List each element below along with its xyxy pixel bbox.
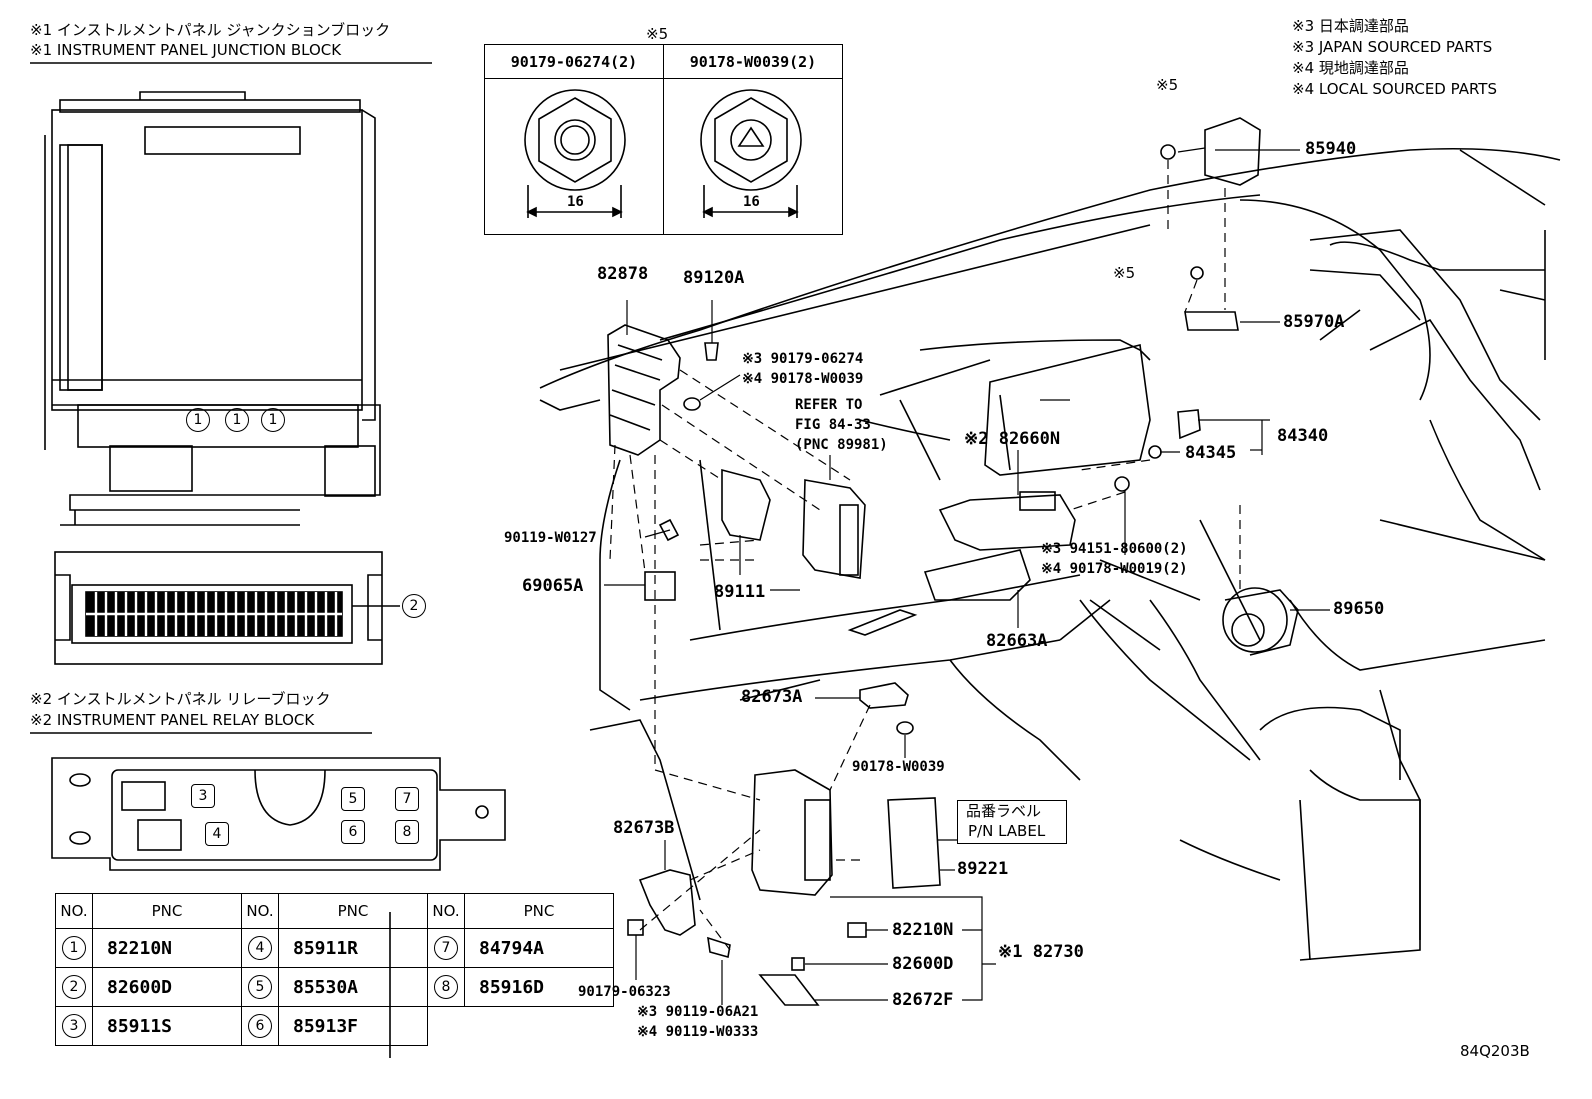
part-label-82730: ※1 82730 <box>998 942 1084 962</box>
part-label-84345: 84345 <box>1185 443 1237 463</box>
pnc-value: 85911R <box>278 928 428 968</box>
table-row: 1 82210N 4 85911R 7 84794A <box>55 928 614 968</box>
dashboard-outline <box>539 147 1561 961</box>
note-mark-5: ※5 <box>1156 76 1179 94</box>
jb-title-en: ※1 INSTRUMENT PANEL JUNCTION BLOCK <box>30 41 342 59</box>
pnc-col-pnc: PNC <box>278 893 428 929</box>
legend-line: ※3 日本調達部品 <box>1292 17 1409 35</box>
rb-marker-5: 5 <box>341 787 365 811</box>
part-shapes <box>607 117 1299 1006</box>
bolt-dim-2: 16 <box>743 194 760 210</box>
pn-label-box: 品番ラベル P/N LABEL <box>957 800 1067 844</box>
part-label-82878: 82878 <box>597 264 649 284</box>
pnc-col-pnc: PNC <box>464 893 614 929</box>
pnc-col-no: NO. <box>427 893 465 929</box>
refer-note: FIG 84-33 <box>795 417 871 433</box>
pn-label-en: P/N LABEL <box>968 822 1046 840</box>
part-label-90178-w0039: ※4 90178-W0039 <box>742 371 864 387</box>
bolt-table: 90179-06274(2) 90178-W0039(2) <box>484 44 843 235</box>
part-label-82673a: 82673A <box>741 687 803 707</box>
legend-line: ※4 現地調達部品 <box>1292 59 1409 77</box>
part-label-90178-w0039: 90178-W0039 <box>852 759 945 775</box>
pnc-value: 85911S <box>92 1006 242 1046</box>
note-mark-5: ※5 <box>1113 264 1136 282</box>
part-label-82673b: 82673B <box>613 818 675 838</box>
part-label-82663a: 82663A <box>986 631 1048 651</box>
pnc-no: 4 <box>248 936 272 960</box>
jb-marker-2: 2 <box>402 594 426 618</box>
pnc-col-no: NO. <box>241 893 279 929</box>
part-label-89221: 89221 <box>957 859 1009 879</box>
table-row: 2 82600D 5 85530A 8 85916D <box>55 967 614 1007</box>
relay-block-drawing <box>51 757 506 871</box>
junction-connector-drawing <box>54 551 400 665</box>
refer-note: (PNC 89981) <box>795 437 888 453</box>
part-label-90119-w0333: ※4 90119-W0333 <box>637 1024 759 1040</box>
part-label-84340: 84340 <box>1277 426 1329 446</box>
legend-line: ※3 JAPAN SOURCED PARTS <box>1292 38 1493 56</box>
pnc-value: 85916D <box>464 967 614 1007</box>
part-label-82660n: ※2 82660N <box>964 429 1061 449</box>
pnc-value: 82600D <box>92 967 242 1007</box>
part-label-89111: 89111 <box>714 582 766 602</box>
part-label-90179-06323: 90179-06323 <box>578 984 671 1000</box>
bolt-table-mark: ※5 <box>646 25 669 43</box>
rb-marker-6: 6 <box>341 820 365 844</box>
pnc-table: NO. PNC NO. PNC NO. PNC 1 82210N 4 85911… <box>55 893 614 1046</box>
pnc-col-pnc: PNC <box>92 893 242 929</box>
table-row: 3 85911S 6 85913F <box>55 1006 614 1046</box>
part-label-85940: 85940 <box>1305 139 1357 159</box>
part-label-90119-06a21: ※3 90119-06A21 <box>637 1004 759 1020</box>
pnc-no: 1 <box>62 936 86 960</box>
pnc-value: 85530A <box>278 967 428 1007</box>
jb-marker-1: 1 <box>225 408 249 432</box>
part-label-82210n: 82210N <box>892 920 954 940</box>
figure-code: 84Q203B <box>1460 1042 1530 1060</box>
jb-marker-1: 1 <box>186 408 210 432</box>
pnc-value: 84794A <box>464 928 614 968</box>
pnc-no: 6 <box>248 1014 272 1038</box>
leader-lines <box>604 147 1330 1005</box>
part-label-94151-80600: ※3 94151-80600(2) <box>1041 541 1188 557</box>
pnc-no: 7 <box>434 936 458 960</box>
rb-marker-3: 3 <box>191 784 215 808</box>
part-label-82600d: 82600D <box>892 954 954 974</box>
bolt-col-2: 90178-W0039(2) <box>663 44 843 79</box>
pnc-no: 8 <box>434 975 458 999</box>
pnc-no: 3 <box>62 1014 86 1038</box>
rb-marker-8: 8 <box>395 820 419 844</box>
part-label-90178-w0019: ※4 90178-W0019(2) <box>1041 561 1188 577</box>
part-label-90179-06274: ※3 90179-06274 <box>742 351 864 367</box>
jb-marker-1: 1 <box>261 408 285 432</box>
part-label-85970a: 85970A <box>1283 312 1345 332</box>
pnc-col-no: NO. <box>55 893 93 929</box>
rb-title-jp: ※2 インストルメントパネル リレーブロック <box>30 690 331 708</box>
pnc-value: 82210N <box>92 928 242 968</box>
rb-title-en: ※2 INSTRUMENT PANEL RELAY BLOCK <box>30 711 315 729</box>
legend-line: ※4 LOCAL SOURCED PARTS <box>1292 80 1497 98</box>
part-label-89650: 89650 <box>1333 599 1385 619</box>
pnc-no: 2 <box>62 975 86 999</box>
jb-title-jp: ※1 インストルメントパネル ジャンクションブロック <box>30 21 391 39</box>
part-label-69065a: 69065A <box>522 576 584 596</box>
part-label-90119-w0127: 90119-W0127 <box>504 530 597 546</box>
pnc-value: 85913F <box>278 1006 428 1046</box>
part-label-89120a: 89120A <box>683 268 745 288</box>
dashed-assembly-lines <box>609 160 1241 951</box>
pnc-no: 5 <box>248 975 272 999</box>
pn-label-jp: 品番ラベル <box>966 802 1042 820</box>
bolt-col-1: 90179-06274(2) <box>484 44 664 79</box>
bolt-dim-1: 16 <box>567 194 584 210</box>
rb-marker-4: 4 <box>205 822 229 846</box>
junction-block-drawing <box>44 91 381 526</box>
rb-marker-7: 7 <box>395 787 419 811</box>
refer-note: REFER TO <box>795 397 863 413</box>
part-label-82672f: 82672F <box>892 990 954 1010</box>
